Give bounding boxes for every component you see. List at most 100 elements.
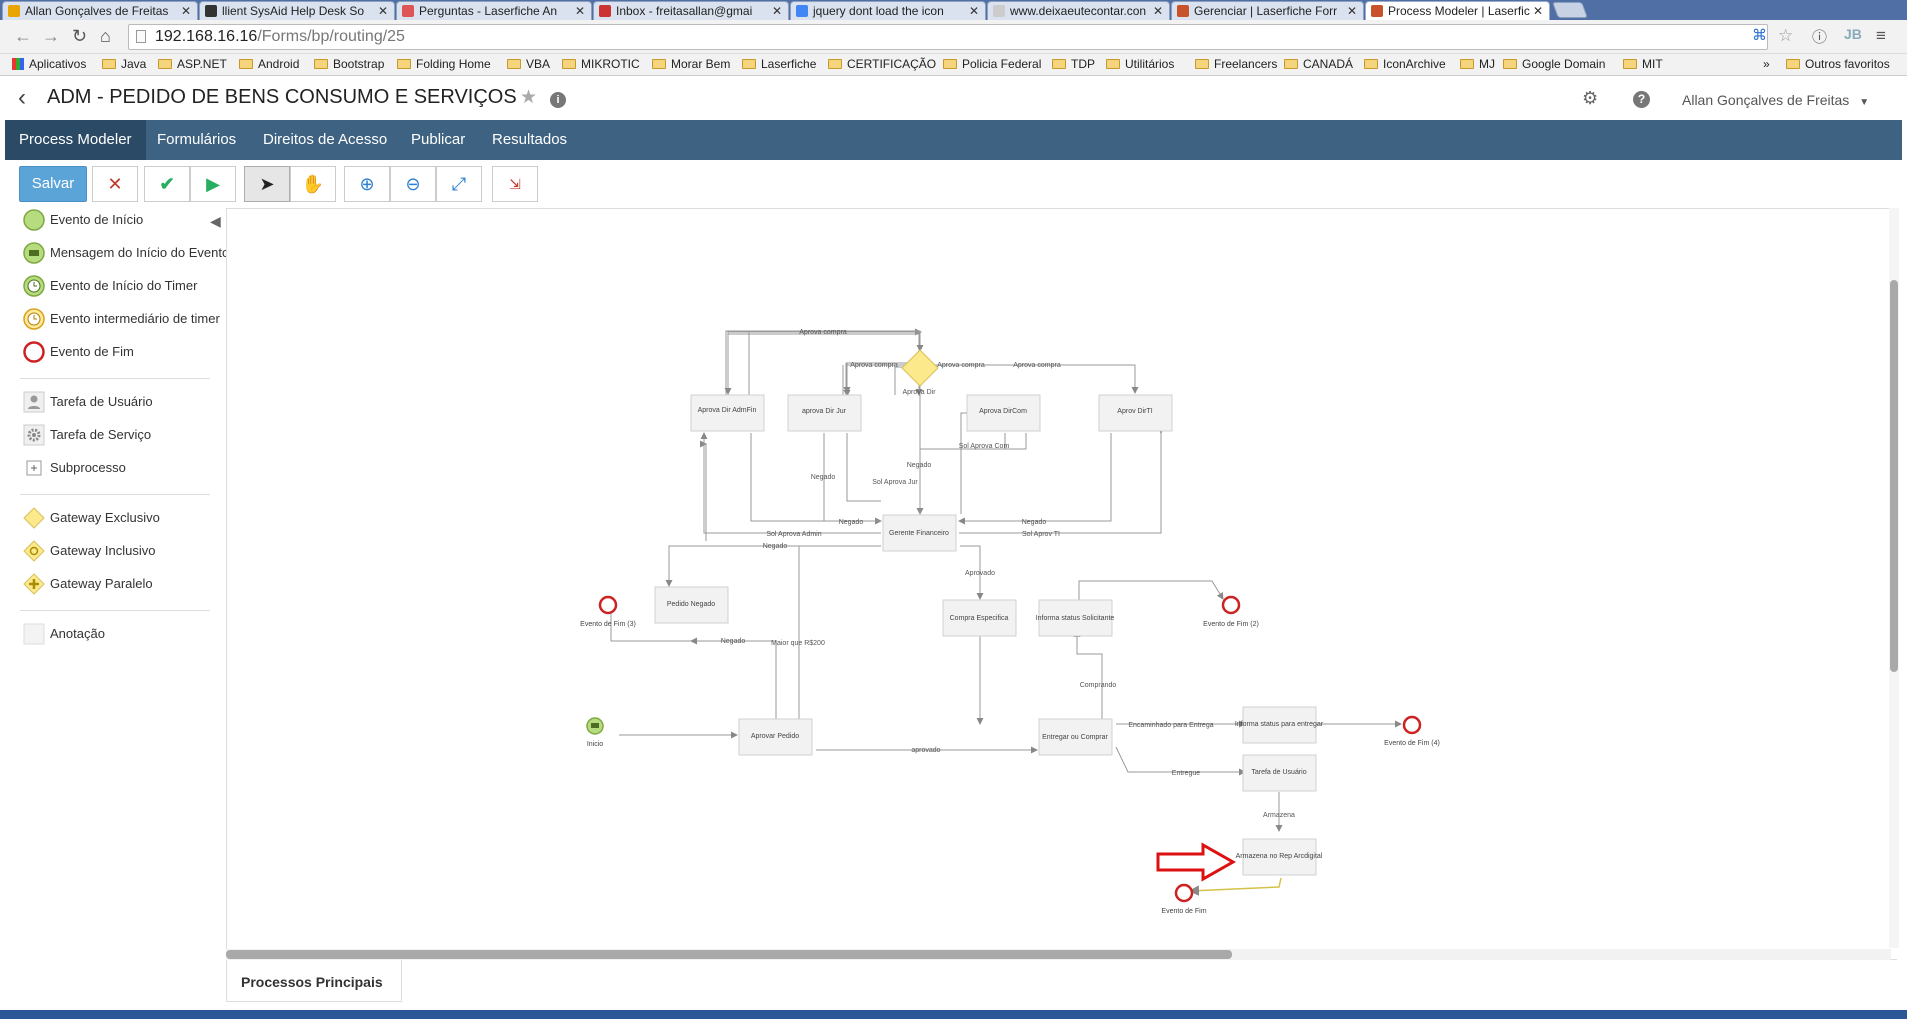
end-event-4[interactable]: Evento de Fim (4) — [1384, 715, 1440, 747]
bookmarks-overflow-button[interactable]: » — [1763, 57, 1770, 71]
tools-button[interactable]: ✕ — [92, 166, 138, 202]
menu-resultados[interactable]: Resultados — [492, 131, 568, 148]
process-diagram[interactable]: Aprova Dir Aprova Dir AdmFin aprova Dir … — [227, 209, 1890, 949]
bookmark-folder[interactable]: VBA — [507, 57, 550, 71]
browser-tab[interactable]: jquery dont load the icon✕ — [790, 1, 986, 20]
close-icon[interactable]: ✕ — [771, 4, 782, 18]
task-compra-especifica[interactable]: Compra Especifica — [942, 599, 1017, 637]
menu-formularios[interactable]: Formulários — [157, 131, 237, 148]
browser-tab[interactable]: Allan Gonçalves de Freitas✕ — [2, 1, 198, 20]
browser-tab[interactable]: Perguntas - Laserfiche An✕ — [396, 1, 592, 20]
menu-direitos-acesso[interactable]: Direitos de Acesso — [263, 131, 388, 148]
fit-screen-button[interactable]: ⤢ — [436, 166, 482, 202]
gear-icon[interactable]: ⚙ — [1582, 88, 1599, 108]
new-tab-button[interactable] — [1552, 2, 1588, 18]
menu-publicar[interactable]: Publicar — [411, 131, 466, 148]
task-tarefa-de-usuario[interactable]: Tarefa de Usuário — [1242, 754, 1317, 792]
bookmark-folder[interactable]: Folding Home — [397, 57, 491, 71]
address-bar[interactable]: 192.168.16.16/Forms/bp/routing/25 — [128, 24, 1768, 50]
bookmark-folder[interactable]: Utilitários — [1106, 57, 1174, 71]
task-entregar-ou-comprar[interactable]: Entregar ou Comprar — [1038, 718, 1113, 756]
task-informa-status-para-entregar[interactable]: Informa status para entregar — [1235, 706, 1324, 744]
task-pedido-negado[interactable]: Pedido Negado — [654, 586, 729, 624]
favorite-star-icon[interactable]: ★ — [520, 87, 538, 108]
translate-icon[interactable]: ⌘ — [1752, 27, 1767, 44]
zoom-in-button[interactable]: ⊕ — [344, 166, 390, 202]
bookmark-folder[interactable]: MJ — [1460, 57, 1495, 71]
task-aprovar-pedido[interactable]: Aprovar Pedido — [738, 718, 813, 756]
vertical-scrollbar[interactable] — [1889, 208, 1899, 948]
diagram-canvas[interactable]: Aprova Dir Aprova Dir AdmFin aprova Dir … — [226, 208, 1897, 960]
close-icon[interactable]: ✕ — [1152, 4, 1163, 18]
help-icon[interactable]: ? — [1633, 91, 1650, 108]
extension-jb-icon[interactable]: JB — [1844, 26, 1862, 42]
tab-processos-principais[interactable]: Processos Principais — [226, 960, 402, 1002]
bookmark-folder[interactable]: Laserfiche — [742, 57, 816, 71]
menu-icon[interactable]: ≡ — [1876, 26, 1886, 45]
svg-text:Armazena no Rep Arcdigital: Armazena no Rep Arcdigital — [1236, 853, 1323, 860]
bookmark-folder[interactable]: Android — [239, 57, 299, 71]
reload-icon[interactable]: ↻ — [72, 26, 88, 46]
browser-tab[interactable]: llient SysAid Help Desk So✕ — [199, 1, 395, 20]
task-aprova-dir-admfin[interactable]: Aprova Dir AdmFin — [690, 394, 765, 432]
horizontal-scrollbar[interactable] — [226, 949, 1891, 960]
task-aprova-dircom[interactable]: Aprova DirCom — [966, 394, 1041, 432]
scroll-thumb[interactable] — [226, 950, 1232, 959]
validate-button[interactable]: ✔ — [144, 166, 190, 202]
bookmark-folder[interactable]: MIT — [1623, 57, 1663, 71]
forward-arrow-icon[interactable]: → — [42, 26, 60, 46]
close-icon[interactable]: ✕ — [1532, 4, 1543, 18]
bookmark-folder[interactable]: Bootstrap — [314, 57, 384, 71]
other-bookmarks[interactable]: Outros favoritos — [1786, 57, 1890, 71]
save-button[interactable]: Salvar — [19, 166, 87, 202]
extension-info-icon[interactable]: ⓘ — [1812, 29, 1828, 46]
task-armazena-rep-arcdigital[interactable]: Armazena no Rep Arcdigital — [1236, 838, 1323, 876]
bookmark-folder[interactable]: TDP — [1052, 57, 1095, 71]
info-icon[interactable]: i — [550, 92, 566, 108]
close-icon[interactable]: ✕ — [968, 4, 979, 18]
home-icon[interactable]: ⌂ — [100, 26, 111, 46]
bookmark-folder[interactable]: Google Domain — [1503, 57, 1605, 71]
back-arrow-icon[interactable]: ← — [14, 26, 32, 46]
task-gerente-financeiro[interactable]: Gerente Financeiro — [882, 514, 957, 552]
start-event-inicio[interactable]: Inicio — [586, 717, 604, 748]
browser-tab[interactable]: Gerenciar | Laserfiche Forr✕ — [1171, 1, 1364, 20]
select-tool-button[interactable]: ➤ — [244, 166, 290, 202]
zoom-out-button[interactable]: ⊖ — [390, 166, 436, 202]
close-icon[interactable]: ✕ — [1346, 4, 1357, 18]
back-chevron-icon[interactable]: ‹ — [18, 84, 26, 111]
end-event[interactable]: Evento de Fim — [1161, 883, 1207, 915]
bookmark-star-icon[interactable]: ☆ — [1778, 26, 1794, 45]
bookmark-folder[interactable]: Java — [102, 57, 146, 71]
end-event-3[interactable]: Evento de Fim (3) — [580, 595, 636, 628]
pan-tool-button[interactable]: ✋ — [290, 166, 336, 202]
bookmark-folder[interactable]: IconArchive — [1364, 57, 1446, 71]
bookmark-folder[interactable]: MIKROTIC — [562, 57, 640, 71]
task-informa-status-solicitante[interactable]: Informa status Solicitante — [1036, 599, 1115, 637]
collapse-palette-icon[interactable]: ◀ — [210, 213, 221, 229]
caret-down-icon: ▼ — [1859, 97, 1870, 108]
browser-tab[interactable]: Inbox - freitasallan@gmai✕ — [593, 1, 789, 20]
bookmark-folder[interactable]: Freelancers — [1195, 57, 1277, 71]
bookmark-folder[interactable]: CERTIFICAÇÃO — [828, 57, 936, 71]
bookmark-folder[interactable]: CANADÁ — [1284, 57, 1353, 71]
task-aprova-dir-jur[interactable]: aprova Dir Jur — [787, 394, 862, 432]
gateway-aprova-dir[interactable]: Aprova Dir — [901, 349, 939, 396]
highlighted-flow[interactable] — [1188, 877, 1282, 896]
bookmark-folder[interactable]: ASP.NET — [158, 57, 227, 71]
scroll-thumb[interactable] — [1890, 280, 1898, 672]
end-event-2[interactable]: Evento de Fim (2) — [1203, 595, 1259, 628]
task-aprov-dirti[interactable]: Aprov DirTI — [1098, 394, 1173, 432]
menu-process-modeler[interactable]: Process Modeler — [5, 120, 146, 160]
bookmark-folder[interactable]: Morar Bem — [652, 57, 730, 71]
browser-tab-active[interactable]: Process Modeler | Laserfic✕ — [1365, 1, 1550, 20]
run-button[interactable]: ▶ — [190, 166, 236, 202]
close-icon[interactable]: ✕ — [377, 4, 388, 18]
bookmark-folder[interactable]: Policia Federal — [943, 57, 1041, 71]
browser-tab[interactable]: www.deixaeutecontar.con✕ — [987, 1, 1170, 20]
export-button[interactable]: ⇲ — [492, 166, 538, 202]
close-icon[interactable]: ✕ — [180, 4, 191, 18]
bookmark-apps[interactable]: Aplicativos — [12, 57, 86, 71]
user-menu[interactable]: Allan Gonçalves de Freitas ▼ — [1682, 92, 1869, 108]
close-icon[interactable]: ✕ — [574, 4, 585, 18]
